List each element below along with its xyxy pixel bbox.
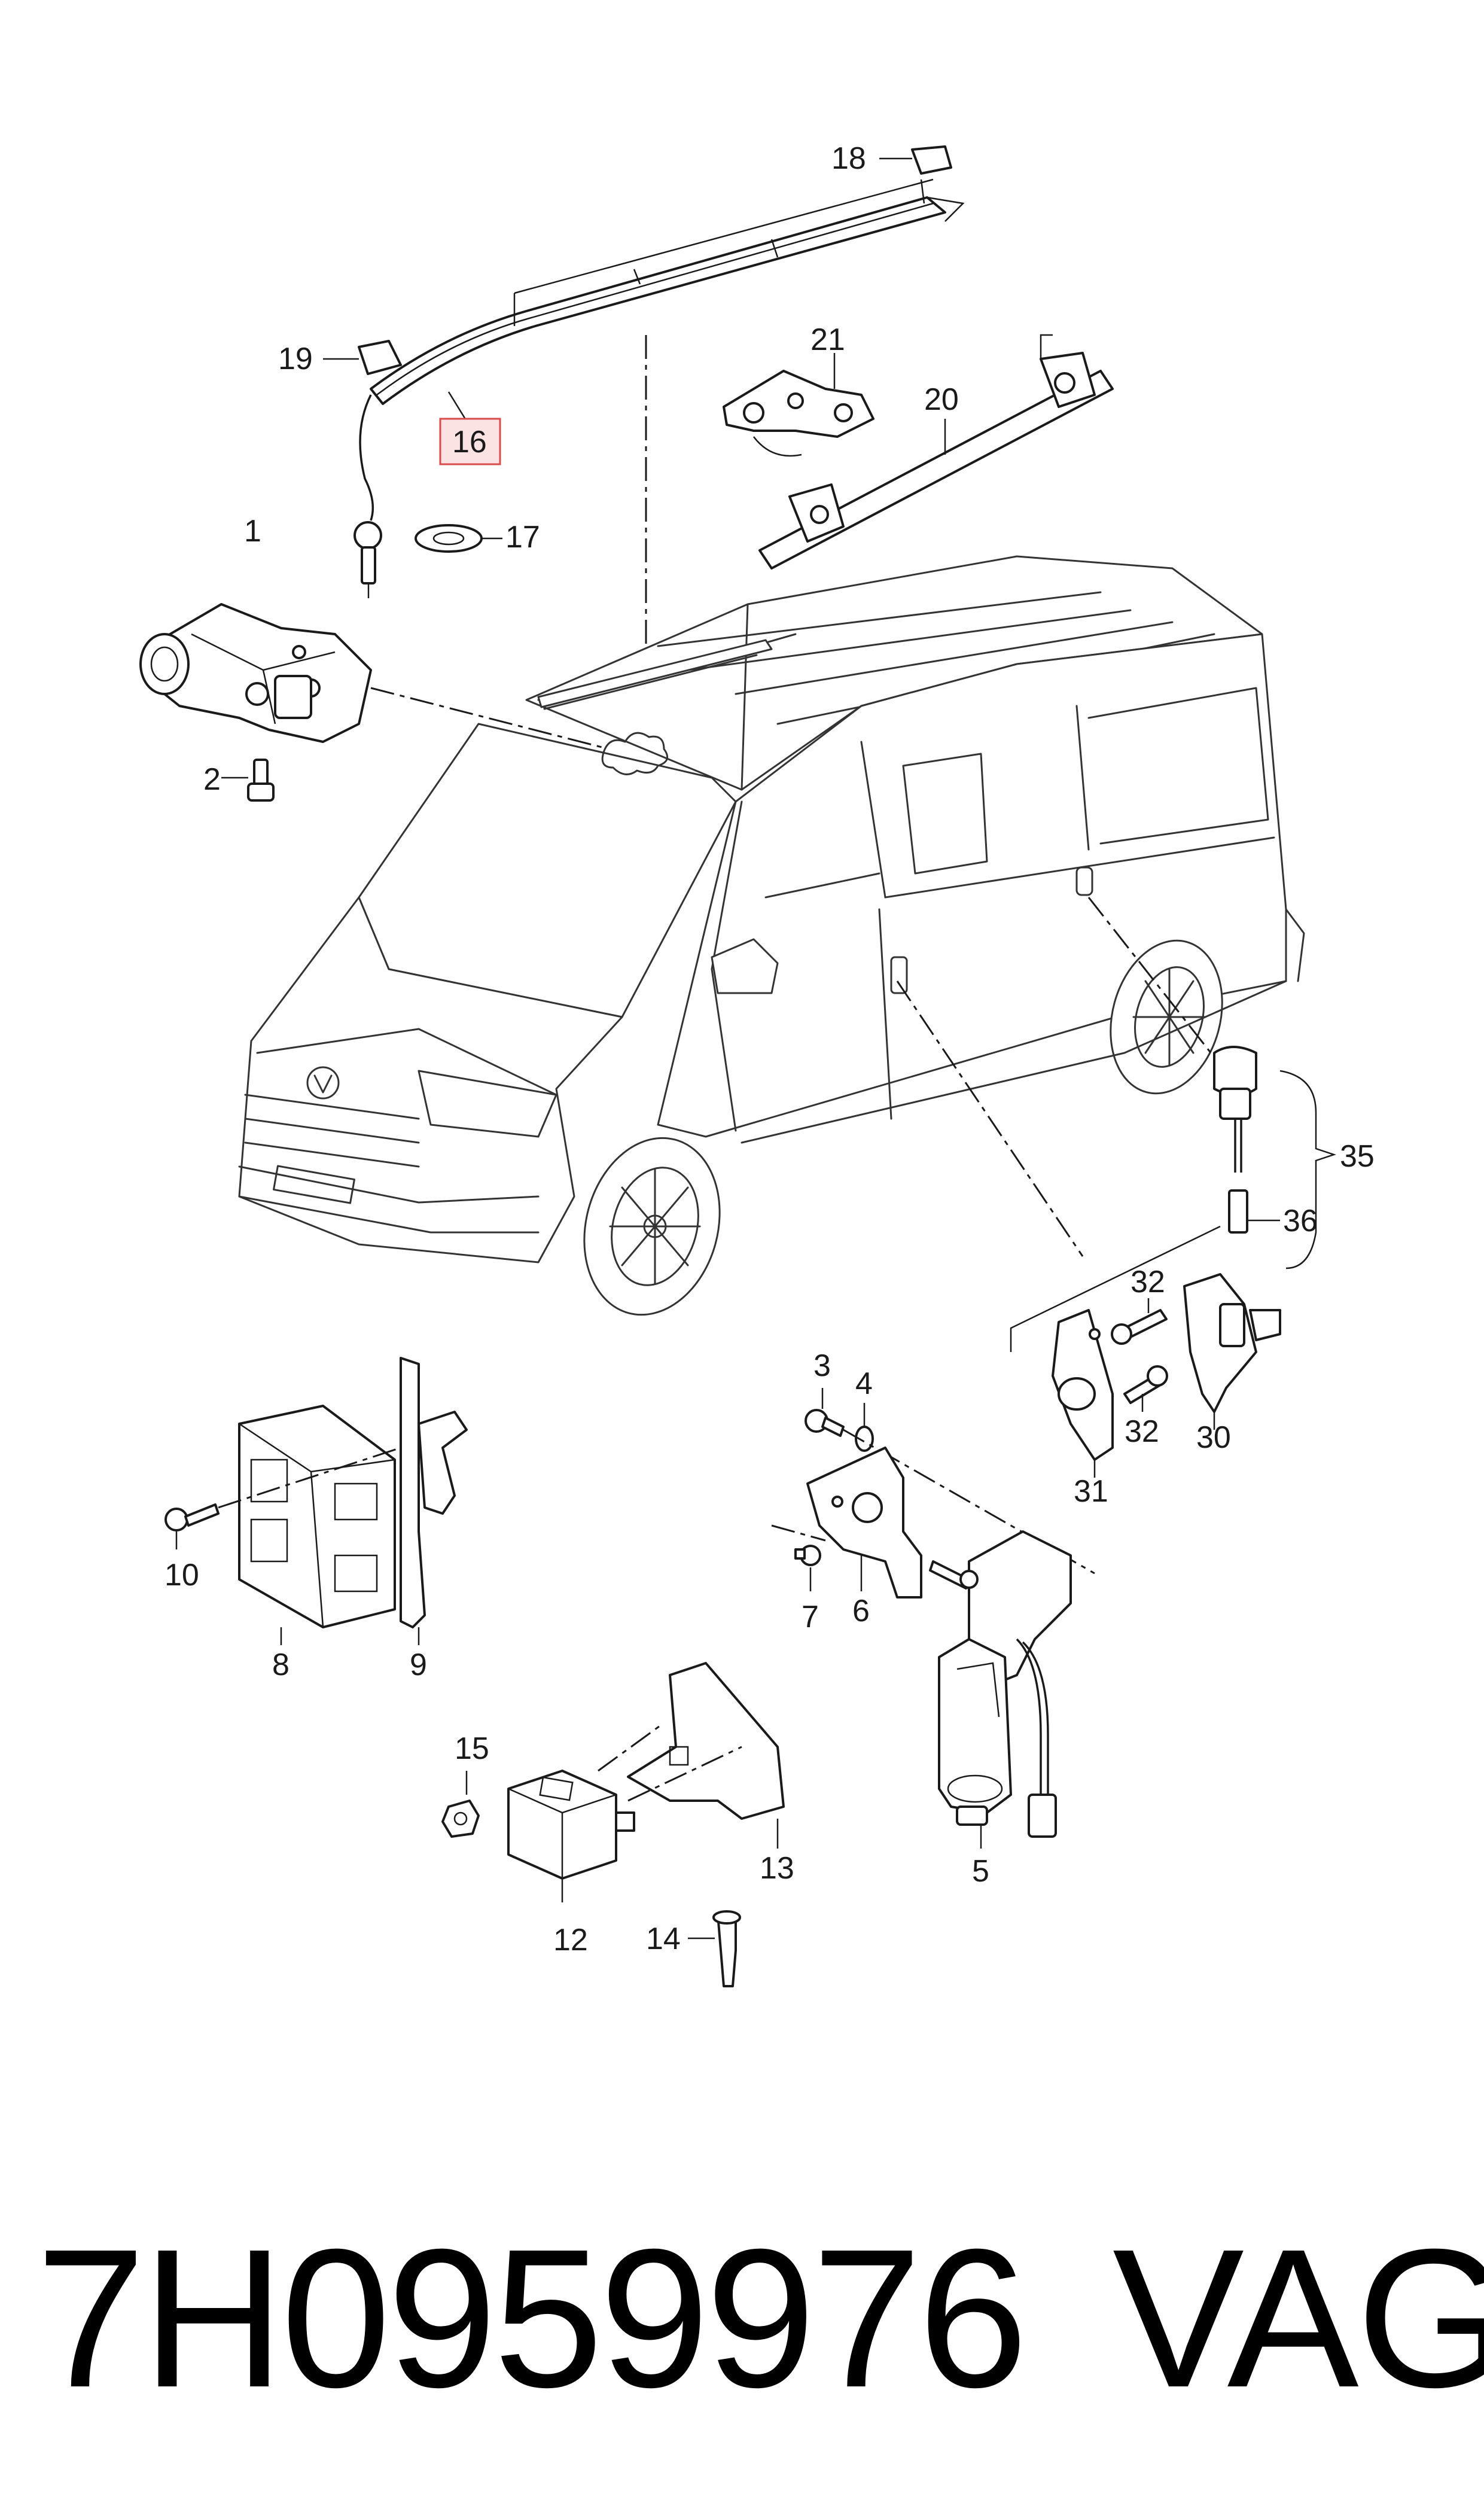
rail-cable [354, 394, 382, 598]
footer: 7H0959976 VAG [0, 2213, 1484, 2465]
part-13-bracket [627, 1662, 785, 1849]
callout-19: 19 [278, 342, 313, 376]
part-17-grommet [415, 524, 502, 553]
callout-5: 5 [972, 1854, 989, 1889]
callout-9: 9 [410, 1648, 427, 1682]
part-8-control-unit [238, 1405, 396, 1645]
bracket-outline [1010, 1225, 1221, 1352]
part-9-bracket [400, 1357, 468, 1645]
callout-1: 1 [244, 514, 261, 549]
part-16-rail [370, 178, 965, 405]
callout-32-top: 32 [1130, 1265, 1165, 1299]
callout-10: 10 [164, 1558, 199, 1593]
part-number: 7H0959976 [36, 2208, 1028, 2428]
part-10-screw [164, 1447, 401, 1549]
callout-32-bottom: 32 [1125, 1414, 1159, 1449]
van-illustration [238, 555, 1305, 1316]
highlight-box-16 [439, 418, 501, 465]
callout-36: 36 [1283, 1204, 1318, 1238]
callout-15: 15 [455, 1731, 489, 1766]
part-1-drive-motor [139, 603, 372, 743]
part-30-lock [1183, 1273, 1281, 1430]
part-4-washer [855, 1403, 874, 1452]
callout-18: 18 [831, 141, 866, 176]
part-3-screw [805, 1388, 845, 1437]
link-line-door [896, 981, 1084, 1257]
callout-17: 17 [505, 520, 540, 555]
part-2-screw [221, 759, 275, 802]
callout-31: 31 [1074, 1474, 1108, 1509]
part-18-clip [879, 145, 952, 175]
callout-30: 30 [1196, 1420, 1231, 1455]
part-32-screw-b [1123, 1365, 1168, 1412]
part-7-screw [771, 1524, 826, 1591]
callout-21: 21 [810, 322, 845, 357]
callout-35: 35 [1340, 1139, 1375, 1174]
part-19-clip [323, 340, 402, 375]
brand-label: VAG [1113, 2208, 1484, 2428]
callout-2: 2 [203, 762, 221, 797]
callout-8: 8 [272, 1648, 290, 1682]
part-35-actuator [1087, 897, 1336, 1269]
callout-6: 6 [852, 1594, 870, 1628]
callout-12: 12 [553, 1923, 588, 1957]
part-5-wiper-motor [929, 1530, 1072, 1849]
part-20-arm [758, 334, 1114, 570]
part-14-rivet [688, 1910, 741, 1987]
callout-16: 16 [452, 425, 487, 459]
callout-labels: 1 2 16 17 18 19 20 21 35 36 32 32 30 31 … [164, 141, 1375, 1957]
callout-4: 4 [855, 1366, 873, 1401]
callout-7: 7 [802, 1600, 819, 1634]
callout-13: 13 [760, 1851, 794, 1886]
part-12-relay [507, 1722, 742, 1902]
callout-20: 20 [924, 382, 959, 417]
part-31-latch [1052, 1309, 1114, 1478]
part-32-screw-a [1111, 1298, 1168, 1345]
callout-3: 3 [813, 1348, 831, 1383]
callout-14: 14 [646, 1922, 681, 1956]
part-6-bracket [806, 1447, 922, 1599]
part-15-nut [441, 1771, 480, 1838]
part-21-hinge [723, 353, 874, 457]
